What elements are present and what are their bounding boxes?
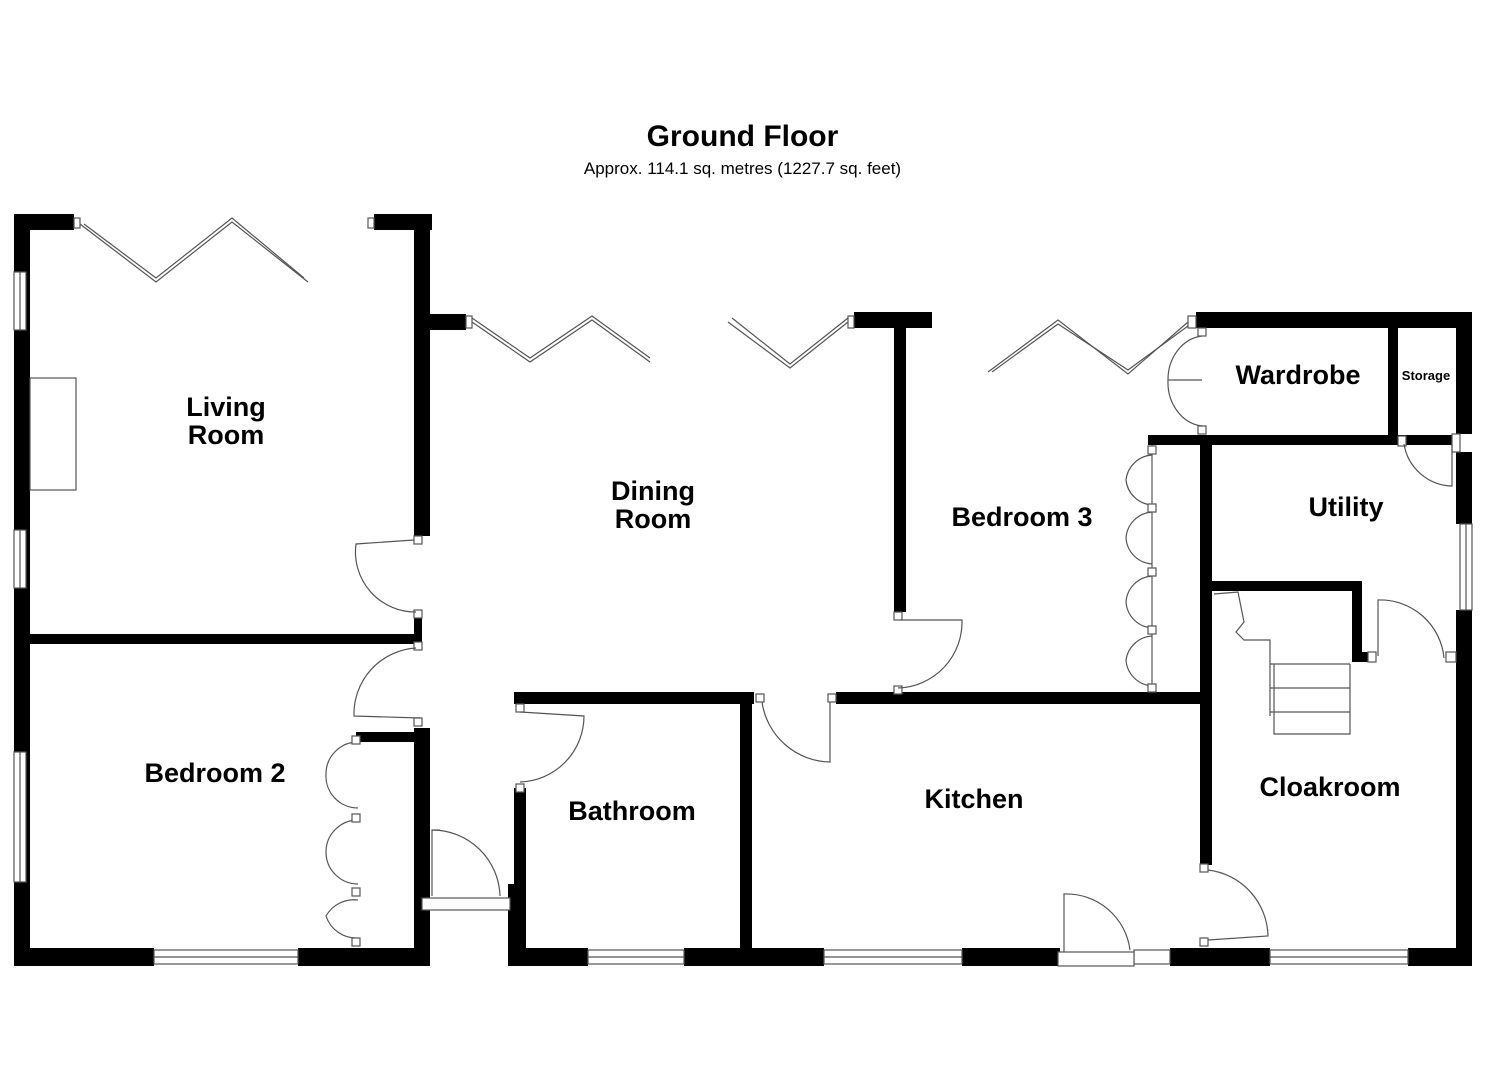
wall-bedroom2-bottom-left [14,948,154,966]
wall-right-outer-lower [1456,610,1472,966]
wall-living-right-upper [414,214,430,536]
bifold-dining-left [471,319,651,363]
window-storage-right [1451,433,1461,453]
wall-bottom-right [1408,948,1472,966]
wall-wardrobe-storage-divider [1388,328,1398,440]
wall-stair-right [1352,581,1362,661]
room-label-wardrobe: Wardrobe [1235,360,1360,390]
wall-bedroom2-bottom-right [298,948,430,966]
walls [14,214,1472,966]
bifold-bedroom3 [987,319,1189,375]
wall-bathroom-kitchen-divider [740,692,752,948]
wall-wardrobe2-top [356,732,416,742]
fireplace-hearth [29,377,77,491]
windows [13,271,1473,965]
wall-dining-bedroom3-divider [894,312,906,612]
room-label-kitchen: Kitchen [924,784,1023,814]
room-label-living-2: Room [188,420,265,450]
room-label-living-1: Living [186,392,266,422]
wall-utility-top [1396,435,1456,445]
wall-bottom-bath [508,948,588,966]
wall-stair-top [1212,581,1362,591]
room-label-dining-2: Room [615,504,692,534]
wall-wardrobe-bottom [1148,435,1398,445]
wall-right-outer-mid [1456,452,1472,524]
room-label-dining-1: Dining [611,476,695,506]
wall-right-outer-upper [1456,312,1472,434]
room-label-cloakroom: Cloakroom [1259,772,1400,802]
bifold-doors [73,217,1197,375]
staircase [1213,591,1351,735]
wall-dining-top-right [854,312,932,328]
wall-stair-stub [1352,652,1370,662]
room-labels: Living Room Dining Room Bedroom 3 Wardro… [144,360,1450,826]
wall-bedroom2-right [414,728,430,966]
room-label-utility: Utility [1308,492,1383,522]
bifold-living [79,221,309,283]
wall-bathroom-left [508,884,526,966]
wall-bottom-bath2 [684,948,824,966]
wall-bathroom-left-upper [514,788,526,888]
window-kitchen-door-side [1133,949,1171,965]
wall-right-top [1196,312,1472,328]
room-label-bedroom3: Bedroom 3 [951,502,1092,532]
room-label-bedroom2: Bedroom 2 [144,758,285,788]
bifold-dining-right [727,321,849,369]
swing-doors [353,327,1457,967]
front-door-threshold [421,897,511,911]
wall-kitchen-top [836,692,1212,704]
floor-area-subtitle: Approx. 114.1 sq. metres (1227.7 sq. fee… [583,159,902,178]
room-label-storage: Storage [1402,368,1450,383]
wardrobe-bedroom2 [325,735,361,947]
wall-utility-left [1200,435,1212,865]
room-label-bathroom: Bathroom [568,796,696,826]
wall-bottom-cloak [1170,948,1270,966]
wall-bathroom-top [514,692,754,704]
wall-living-right-lower [414,618,422,646]
wardrobe-bedroom3 [1125,445,1157,693]
wall-wardrobe2-side [356,732,366,742]
wall-dining-top-left [414,314,466,330]
wall-bottom-kitchen [962,948,1060,966]
wall-living-bedroom2-divider [30,634,420,644]
floor-title: Ground Floor [646,120,839,153]
